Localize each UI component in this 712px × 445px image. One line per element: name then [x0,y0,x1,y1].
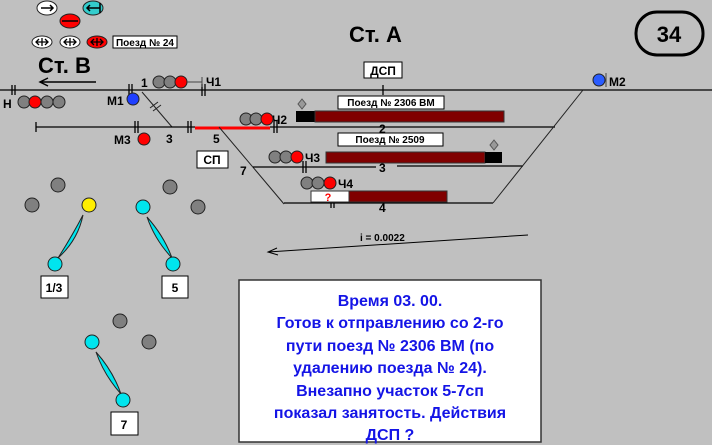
signal-ch1-label: Ч1 [206,75,221,89]
gradient-arrow-icon [266,234,529,256]
locomotive-marker-icon [297,98,307,110]
direction-arrow-icon [38,77,96,87]
signal-ch2[interactable] [239,112,274,126]
message-line: показал занятость. Действия [274,405,506,422]
message-line: удалению поезда № 24). [293,360,487,377]
switch-panel-1-3[interactable]: 1/3 [24,177,97,299]
station-title: Ст. А [349,22,402,47]
signal-ch3-label: Ч3 [305,151,320,165]
train-2306-label: Поезд № 2306 ВМ [347,98,434,109]
message-line: Готов к отправлению со 2-го [277,315,504,332]
signal-m2-label: М2 [609,75,626,89]
message-line: Внезапно участок 5-7сп [296,383,484,400]
signal-ch3[interactable] [268,150,304,164]
signal-ch4-label: Ч4 [338,177,353,191]
track-4-label: 4 [379,201,386,215]
dsp-label: ДСП [370,64,396,78]
signal-m2[interactable] [592,73,607,87]
locomotive-marker-icon [489,139,499,151]
message-line: пути поезд № 2306 ВМ (по [286,338,494,355]
switch-7-label: 7 [240,164,247,178]
train-track4-unknown[interactable]: ? [310,190,448,204]
train-2509[interactable]: Поезд № 2509 [325,132,502,164]
switch-panel-5[interactable]: 5 [135,179,206,299]
signal-ch2-label: Ч2 [272,113,287,127]
track-2-label: 2 [379,122,386,136]
switch-1-label: 1 [141,76,148,90]
switch-panel-label: 5 [172,281,179,295]
unknown-train-label: ? [325,192,332,204]
signal-m3[interactable] [137,132,151,146]
slide-number: 34 [657,22,682,47]
message-line: ДСП ? [366,427,415,444]
switch-panel-label: 7 [121,418,128,432]
switch-5-label: 5 [213,132,220,146]
signal-ch1[interactable] [152,75,203,89]
track-3-label: 3 [379,161,386,175]
signal-m1[interactable] [126,92,140,106]
signal-n-label: Н [3,97,12,111]
message-line: Время 03. 00. [338,293,443,310]
signal-n[interactable] [17,95,66,109]
train-24-label: Поезд № 24 [116,38,174,49]
train-2509-label: Поезд № 2509 [355,135,425,146]
switch-panel-7[interactable]: 7 [84,313,157,436]
switch-3-label: 3 [166,132,173,146]
sp-label: СП [203,153,220,167]
gradient-label: i = 0.0022 [360,233,405,244]
signal-ch4[interactable] [300,176,337,190]
switch-panel-label: 1/3 [46,281,63,295]
signal-m3-label: М3 [114,133,131,147]
train-2306[interactable]: Поезд № 2306 ВМ [296,95,505,123]
signal-m1-label: М1 [107,94,124,108]
direction-indicators[interactable]: Поезд № 24 [31,0,178,49]
task-message-box: Время 03. 00. Готов к отправлению со 2-г… [238,279,542,444]
neighbor-station-title: Ст. В [38,53,91,78]
track-layout [0,84,712,208]
